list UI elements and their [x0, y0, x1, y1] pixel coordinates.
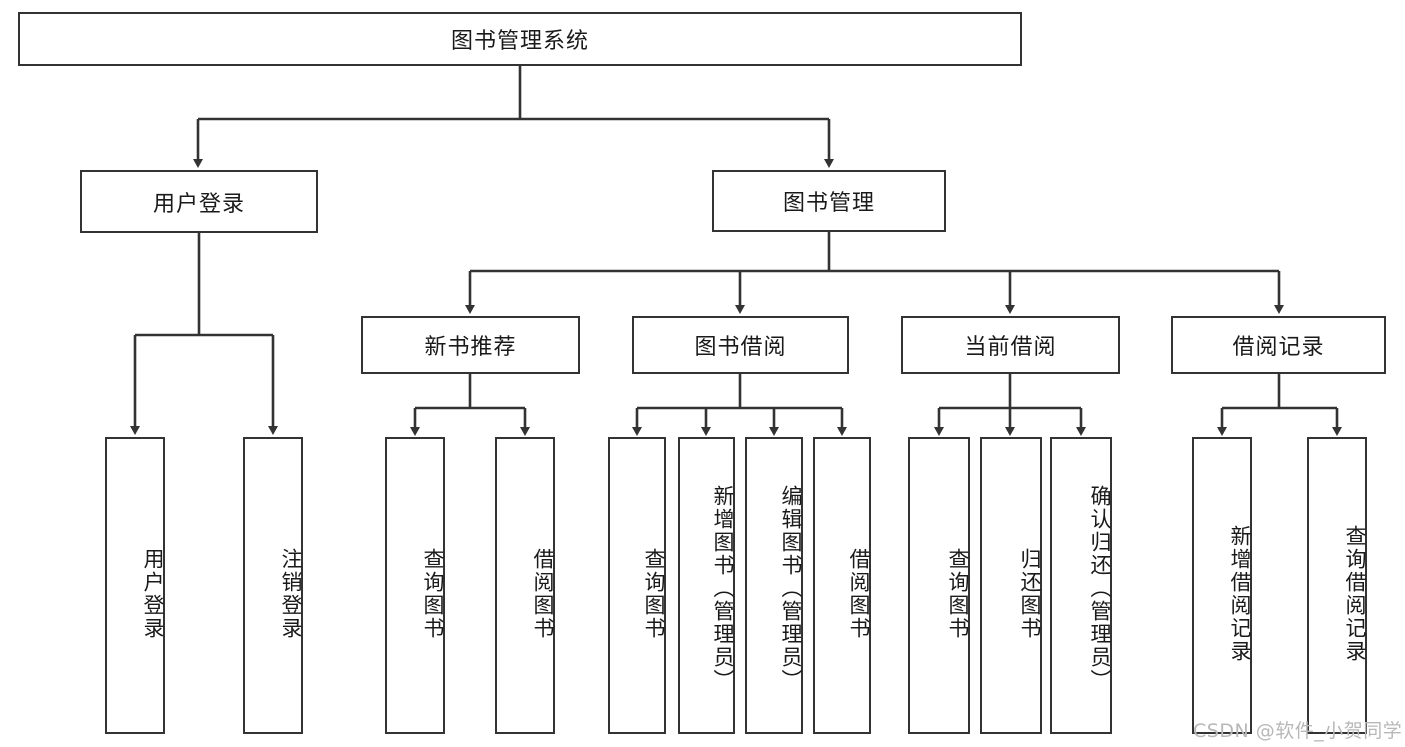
node-user-login[interactable]: 用户登录 [80, 170, 318, 233]
leaf-query-book-recommend[interactable]: 查询图书 [385, 437, 445, 734]
leaf-query-book-current[interactable]: 查询图书 [908, 437, 970, 734]
leaf-borrow-book-recommend[interactable]: 借阅图书 [495, 437, 555, 734]
csdn-watermark: CSDN @软件_小贺同学 [1193, 720, 1403, 742]
node-book-management[interactable]: 图书管理 [712, 170, 946, 232]
leaf-edit-book-admin[interactable]: 编辑图书（管理员） [745, 437, 803, 734]
leaf-logout[interactable]: 注销登录 [243, 437, 303, 734]
leaf-return-book[interactable]: 归还图书 [980, 437, 1042, 734]
leaf-user-login[interactable]: 用户登录 [105, 437, 165, 734]
leaf-borrow-book[interactable]: 借阅图书 [813, 437, 871, 734]
leaf-confirm-return-admin[interactable]: 确认归还（管理员） [1050, 437, 1112, 734]
leaf-add-borrow-record[interactable]: 新增借阅记录 [1192, 437, 1252, 734]
leaf-query-borrow-record[interactable]: 查询借阅记录 [1307, 437, 1367, 734]
node-book-borrow[interactable]: 图书借阅 [632, 316, 849, 374]
node-root-system[interactable]: 图书管理系统 [18, 12, 1022, 66]
node-new-book-recommend[interactable]: 新书推荐 [361, 316, 580, 374]
leaf-query-book-borrow[interactable]: 查询图书 [608, 437, 666, 734]
node-borrow-record[interactable]: 借阅记录 [1171, 316, 1386, 374]
node-current-borrow[interactable]: 当前借阅 [901, 316, 1120, 374]
leaf-add-book-admin[interactable]: 新增图书（管理员） [678, 437, 735, 734]
